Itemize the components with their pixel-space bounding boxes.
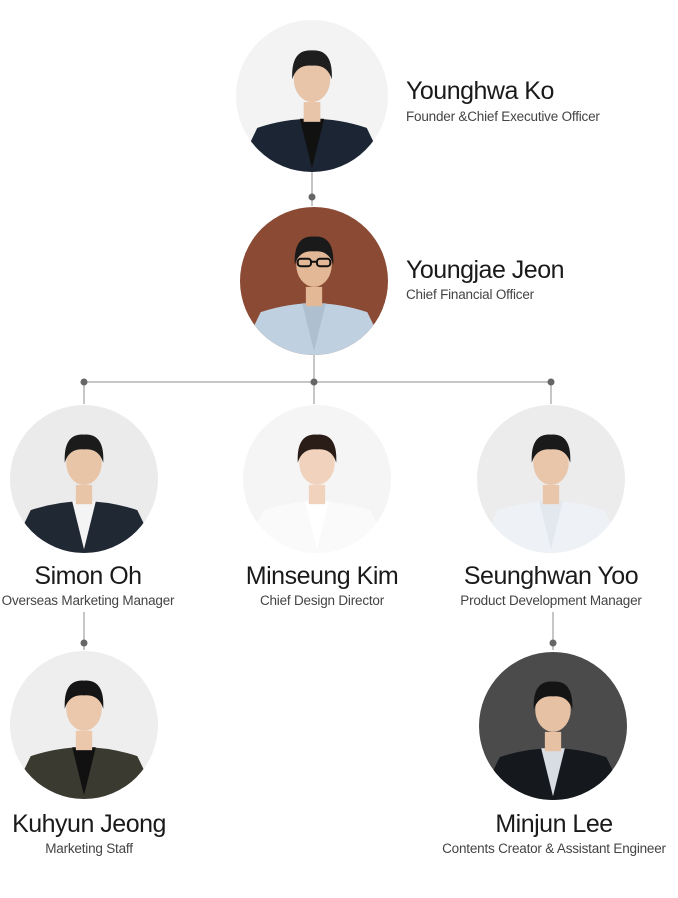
connector-dot-simon	[80, 639, 88, 647]
member-photo-simon-oh	[10, 405, 158, 553]
member-title: Chief Design Director	[260, 593, 385, 608]
member-name: Kuhyun Jeong	[12, 810, 166, 838]
member-name: Minseung Kim	[246, 562, 398, 590]
member-name: Seunghwan Yoo	[464, 562, 638, 590]
member-title: Chief Financial Officer	[406, 287, 535, 302]
member-photo-minseung-kim	[243, 405, 391, 553]
connector-dot-seunghwan	[549, 639, 557, 647]
member-card-simon-oh: Simon Oh Overseas Marketing Manager	[2, 405, 175, 608]
member-name: Younghwa Ko	[406, 77, 554, 105]
member-name: Youngjae Jeon	[406, 256, 564, 284]
member-name: Minjun Lee	[495, 810, 612, 838]
member-photo-younghwa-ko	[236, 20, 388, 172]
member-photo-minjun-lee	[479, 652, 627, 800]
member-photo-kuhyun-jeong	[10, 651, 158, 799]
member-name: Simon Oh	[34, 562, 141, 590]
connector-dot-left	[80, 378, 88, 386]
connector-dot-right	[547, 378, 555, 386]
member-photo-seunghwan-yoo	[477, 405, 625, 553]
member-title: Product Development Manager	[460, 593, 642, 608]
member-card-younghwa-ko: Younghwa Ko Founder &Chief Executive Offi…	[236, 20, 601, 172]
member-title: Marketing Staff	[45, 841, 133, 856]
member-title: Overseas Marketing Manager	[2, 593, 175, 608]
member-title: Contents Creator & Assistant Engineer	[442, 841, 666, 856]
member-photo-youngjae-jeon	[240, 207, 388, 355]
member-nodes: Younghwa Ko Founder &Chief Executive Offi…	[2, 20, 667, 856]
connector-dot-cfo	[310, 378, 318, 386]
member-title: Founder &Chief Executive Officer	[406, 109, 600, 124]
connector-dot-ceo	[308, 193, 316, 201]
connectors	[80, 172, 557, 650]
